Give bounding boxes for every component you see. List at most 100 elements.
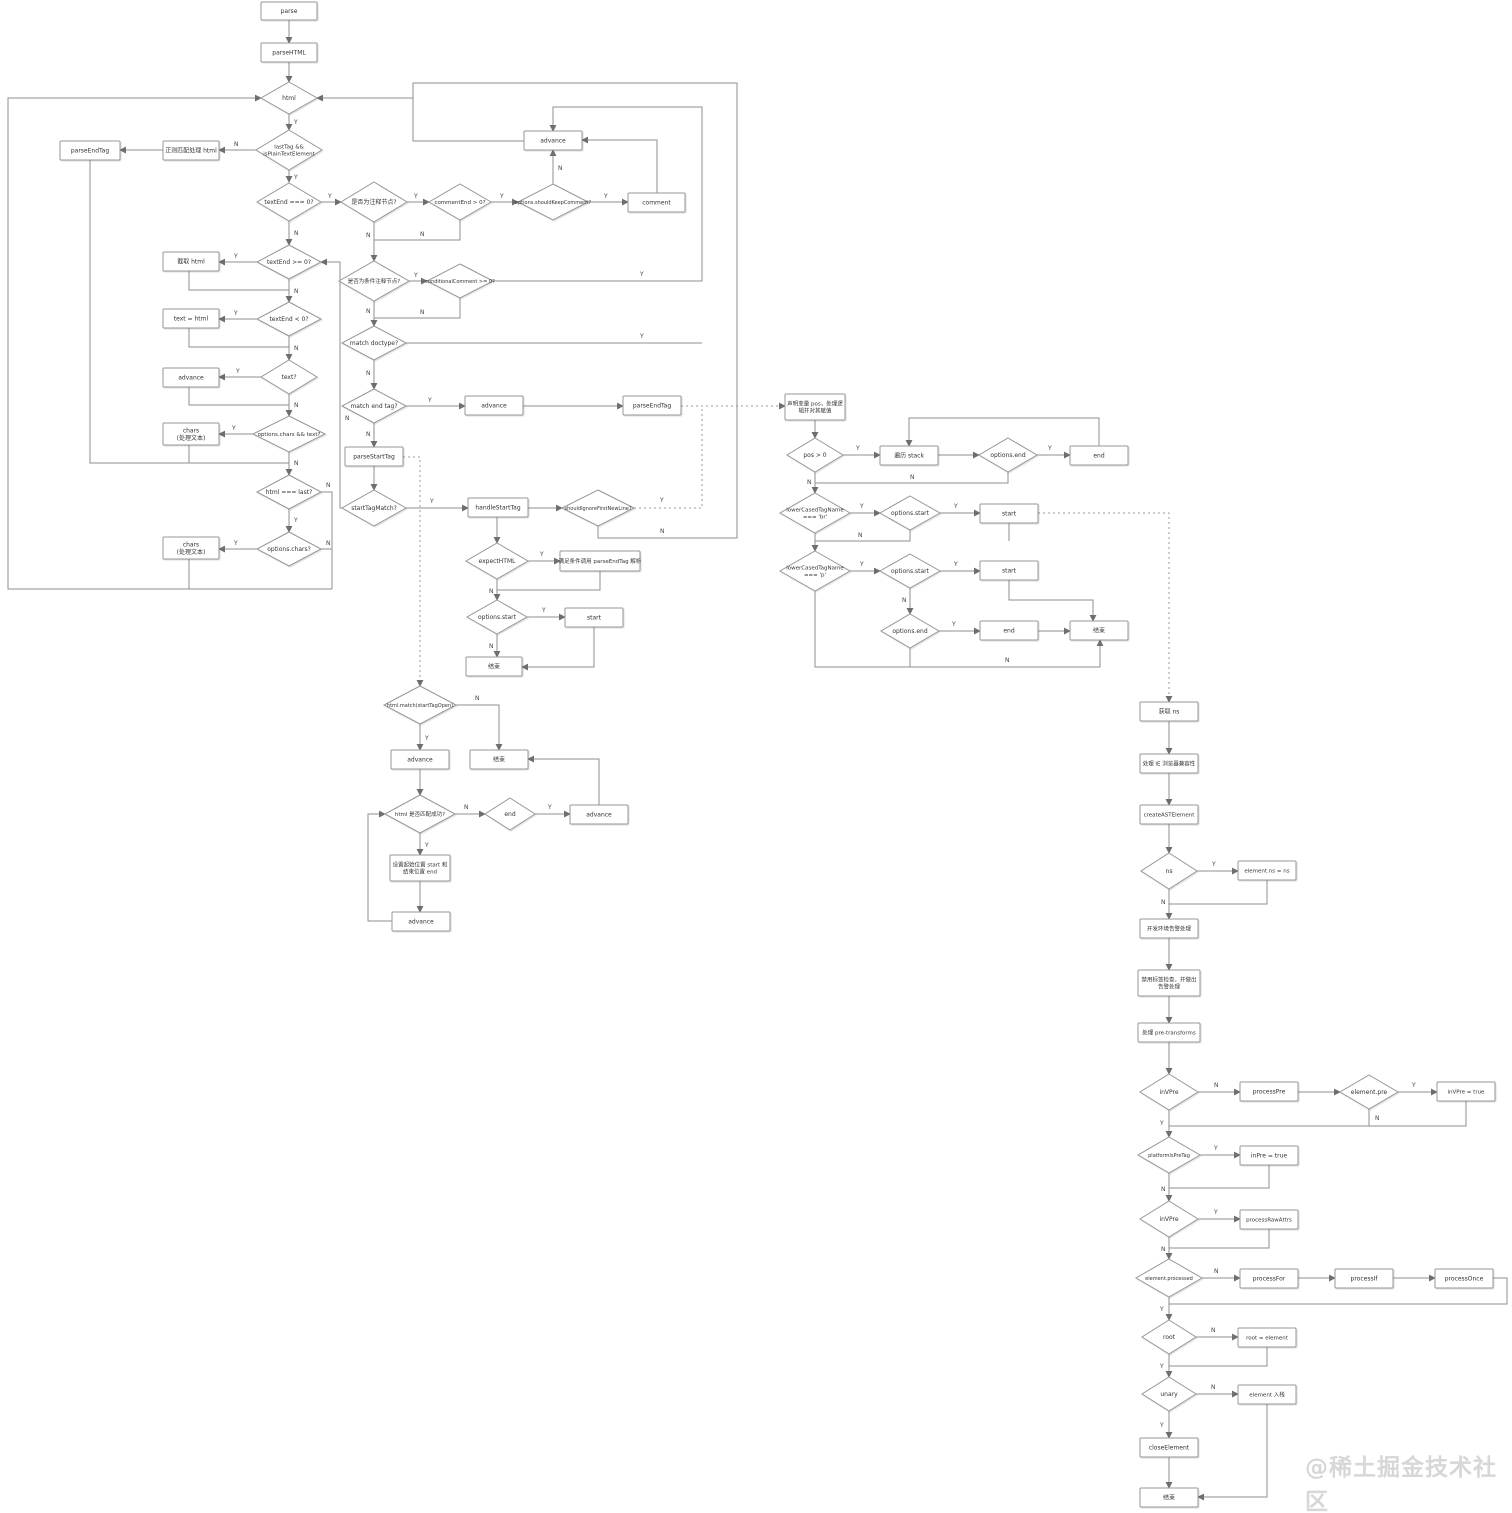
node-label: processOnce bbox=[1445, 1276, 1484, 1283]
node-parse-end-cond: 满足条件调用 parseEndTag 解析 bbox=[559, 550, 642, 572]
connector bbox=[456, 704, 503, 751]
edge-label-y: Y bbox=[413, 193, 418, 200]
connector bbox=[188, 387, 289, 406]
edge-label-y: Y bbox=[603, 193, 608, 200]
edge-label-n: N bbox=[366, 431, 371, 438]
node-element-push: element 入栈 bbox=[1237, 1384, 1297, 1405]
edge-label-n: N bbox=[1214, 1082, 1219, 1089]
node-label: comment bbox=[642, 200, 671, 207]
node-label: pos > 0 bbox=[803, 452, 826, 459]
node-regex-html: 正则匹配处理 html bbox=[162, 140, 220, 161]
edge-label-n: N bbox=[420, 309, 425, 316]
edge-label-y: Y bbox=[424, 735, 429, 742]
node-label: 结束 bbox=[488, 663, 500, 671]
edge-label-y: Y bbox=[1411, 1082, 1416, 1089]
node-label: lastTag &&isPlainTextElement bbox=[263, 144, 315, 157]
node-label: start bbox=[587, 615, 602, 622]
connector bbox=[374, 298, 461, 319]
node-html-matched: html 是否匹配成功? bbox=[383, 794, 457, 834]
node-iterate-stack: 遍历 stack bbox=[879, 445, 939, 466]
edge-label-n: N bbox=[1375, 1115, 1380, 1122]
connector bbox=[320, 258, 342, 509]
connector bbox=[905, 417, 1100, 447]
node-label: options.end bbox=[990, 452, 1026, 459]
node-text-q: text? bbox=[260, 359, 318, 395]
node-label: advance bbox=[540, 138, 566, 145]
node-label: 遍历 stack bbox=[894, 452, 924, 460]
node-parse-start-tag: parseStartTag bbox=[344, 446, 404, 467]
node-label: processFor bbox=[1253, 1276, 1286, 1283]
edge-label-y: Y bbox=[859, 561, 864, 568]
connector bbox=[521, 627, 595, 671]
node-label: 结束 bbox=[493, 756, 505, 764]
node-label: parseEndTag bbox=[633, 403, 672, 410]
node-commentend-gt-0: commentEnd > 0? bbox=[428, 183, 492, 221]
edge-label-n: N bbox=[1211, 1327, 1216, 1334]
edge-label-y: Y bbox=[424, 842, 429, 849]
connector-dashed bbox=[1038, 512, 1173, 703]
node-label: advance bbox=[481, 403, 507, 410]
node-label: start bbox=[1002, 568, 1017, 575]
node-process-pre: processPre bbox=[1239, 1081, 1299, 1102]
node-label: ns bbox=[1166, 868, 1173, 875]
edge-label-n: N bbox=[558, 165, 563, 172]
node-label: chars(处理文本) bbox=[177, 427, 206, 442]
node-inpre-true: inPre = true bbox=[1239, 1145, 1299, 1166]
edge-label-y: Y bbox=[855, 445, 860, 452]
node-label: end bbox=[1003, 628, 1014, 635]
node-label: processPre bbox=[1253, 1089, 1286, 1096]
node-label: start bbox=[1002, 511, 1017, 518]
node-in-v-pre-2: inVPre bbox=[1139, 1200, 1199, 1238]
node-parse-end-tag-mid: parseEndTag bbox=[622, 395, 682, 416]
node-end-r3: 结束 bbox=[1069, 620, 1129, 641]
node-label: element.processed bbox=[1145, 1276, 1193, 1282]
node-match-end-tag: match end tag? bbox=[340, 388, 408, 424]
connector bbox=[1008, 580, 1097, 622]
node-ns-q: ns bbox=[1140, 852, 1198, 890]
node-start-1: start bbox=[564, 607, 624, 628]
node-label: 处理 IE 浏览器兼容性 bbox=[1143, 759, 1196, 767]
node-label: options.end bbox=[892, 628, 928, 635]
node-parse-html: parseHTML bbox=[260, 42, 318, 63]
node-end-1: 结束 bbox=[465, 656, 523, 677]
edge-label-n: N bbox=[1211, 1384, 1216, 1391]
connector bbox=[1169, 1101, 1467, 1127]
edge-label-n: N bbox=[345, 415, 350, 422]
edge-label-y: Y bbox=[233, 310, 238, 317]
node-label: inVPre = true bbox=[1448, 1089, 1486, 1095]
node-end-r2: end bbox=[979, 620, 1039, 641]
edge-label-y: Y bbox=[1213, 1209, 1218, 1216]
node-end-final: 结束 bbox=[1139, 1487, 1199, 1508]
node-label: 正则匹配处理 html bbox=[165, 147, 217, 155]
node-html: html bbox=[259, 81, 319, 115]
node-process-once: processOnce bbox=[1434, 1268, 1494, 1289]
edge-label-n: N bbox=[294, 460, 299, 467]
node-label: parseHTML bbox=[272, 50, 306, 57]
node-cut-html: 截取 html bbox=[162, 251, 220, 272]
node-label: element.pre bbox=[1351, 1089, 1388, 1096]
node-set-start-end: 设置起始位置 start 和结束位置 end bbox=[389, 854, 451, 882]
node-advance-left: advance bbox=[162, 367, 220, 388]
node-label: parse bbox=[281, 8, 298, 15]
node-is-comment: 是否为注释节点? bbox=[340, 181, 408, 223]
node-process-if: processIf bbox=[1334, 1268, 1394, 1289]
node-label: text? bbox=[281, 374, 296, 381]
node-label: options.start bbox=[891, 568, 930, 575]
node-advance-s2: advance bbox=[569, 804, 629, 825]
edge-label-y: Y bbox=[951, 621, 956, 628]
edge-label-y: Y bbox=[659, 497, 664, 504]
edge-label-y: Y bbox=[1159, 1422, 1164, 1429]
edge-label-y: Y bbox=[233, 540, 238, 547]
node-start-3: start bbox=[979, 560, 1039, 581]
edge-label-y: Y bbox=[293, 517, 298, 524]
connector bbox=[1197, 1404, 1268, 1501]
connector bbox=[815, 530, 911, 542]
node-opt-start-3: options.start bbox=[878, 553, 942, 589]
connector bbox=[814, 591, 1104, 668]
edge-label-y: Y bbox=[953, 503, 958, 510]
edge-label-y: Y bbox=[1047, 445, 1052, 452]
node-label: html 是否匹配成功? bbox=[395, 810, 445, 818]
connector-dashed bbox=[403, 456, 424, 687]
node-should-keep-comment: options.shouldKeepComment? bbox=[515, 183, 591, 221]
